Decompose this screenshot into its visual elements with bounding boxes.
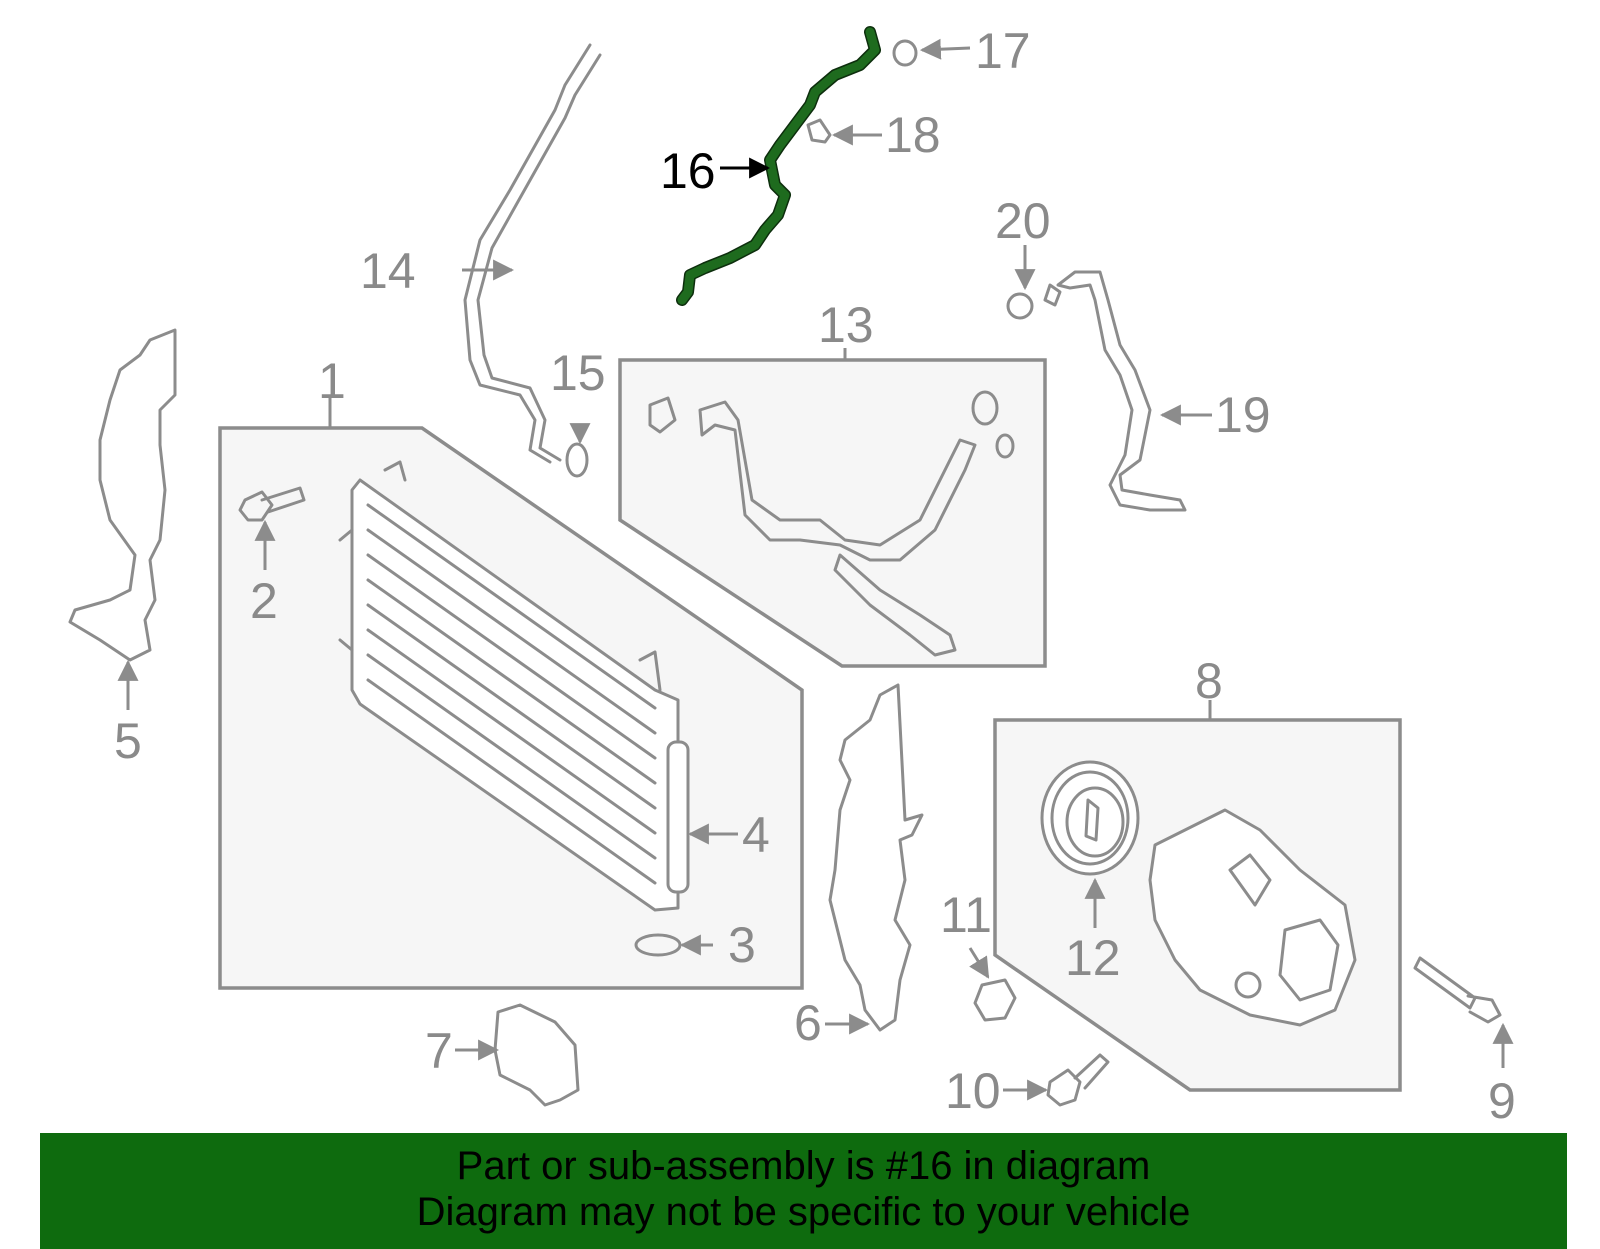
- nut-11: [973, 978, 1017, 1022]
- clip-18: [806, 118, 832, 144]
- callout-13: 13: [818, 297, 874, 353]
- air-guide-5: [68, 328, 177, 662]
- callout-11: 11: [940, 887, 992, 943]
- callout-19: 19: [1215, 387, 1271, 443]
- tube-assembly-13: [648, 390, 1015, 657]
- callout-15: 15: [550, 345, 606, 401]
- hose-14: [463, 43, 592, 464]
- tube-assembly-box: [618, 358, 1047, 668]
- callout-16: 16: [660, 143, 716, 199]
- suction-hose-19: [1056, 270, 1187, 512]
- o-ring-17: [892, 39, 918, 67]
- o-ring-20: [1006, 292, 1034, 320]
- callout-1: 1: [318, 353, 346, 409]
- callout-4: 4: [742, 807, 770, 863]
- compressor-8: [1148, 808, 1357, 1027]
- callout-18: 18: [885, 107, 941, 163]
- info-banner: Part or sub-assembly is #16 in diagram D…: [40, 1133, 1567, 1249]
- callout-3: 3: [728, 917, 756, 973]
- callout-5: 5: [114, 713, 142, 769]
- callout-14: 14: [360, 243, 416, 299]
- callout-20: 20: [995, 193, 1051, 249]
- callout-8: 8: [1195, 653, 1223, 709]
- banner-line-1: Part or sub-assembly is #16 in diagram: [456, 1144, 1151, 1188]
- banner-line-2: Diagram may not be specific to your vehi…: [416, 1190, 1191, 1234]
- air-guide-6: [828, 683, 924, 1032]
- callout-2: 2: [250, 573, 278, 629]
- callout-9: 9: [1488, 1073, 1516, 1129]
- bracket-7: [493, 1003, 580, 1107]
- callout-labels: 1 2 3 4 5 6 7 8 9 10 11 12 13 14 15 16 1…: [114, 23, 1516, 1129]
- highlighted-part-16: [676, 26, 881, 306]
- callout-6: 6: [794, 995, 822, 1051]
- callout-10: 10: [945, 1063, 1001, 1119]
- o-ring-15: [565, 442, 589, 478]
- clutch-pulley-12: [1040, 760, 1140, 876]
- callout-12: 12: [1065, 930, 1121, 986]
- receiver-drier: [666, 740, 690, 894]
- condenser: [338, 460, 680, 912]
- bolt-9: [1413, 956, 1502, 1024]
- leader-lines: [117, 38, 1514, 1101]
- bolt-10: [1046, 1053, 1110, 1107]
- callout-17: 17: [975, 23, 1031, 79]
- callout-7: 7: [425, 1023, 453, 1079]
